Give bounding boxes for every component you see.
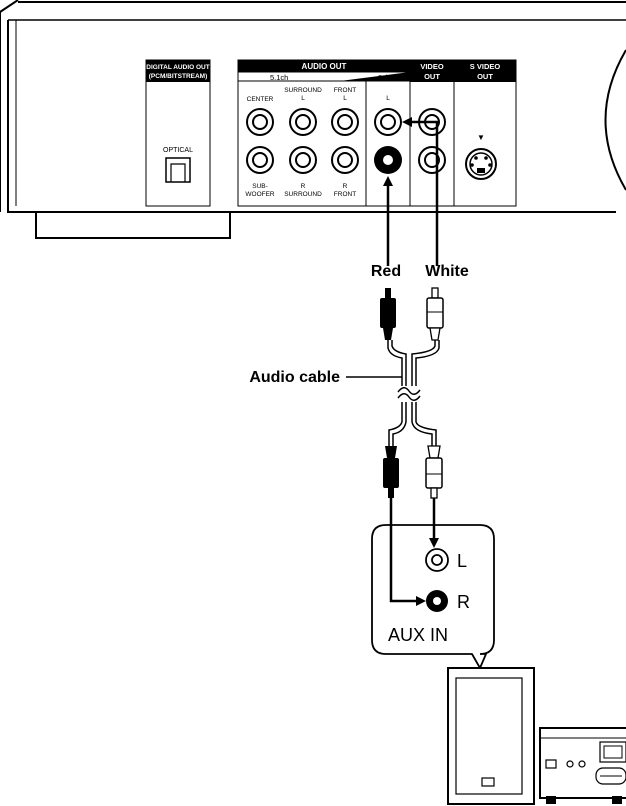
speaker-icon <box>447 667 535 805</box>
digital-audio-out-section: DIGITAL AUDIO OUT (PCM/BITSTREAM) OPTICA… <box>145 59 211 207</box>
audio-cable-label: Audio cable <box>249 369 340 386</box>
front-l-jack-icon <box>331 108 359 136</box>
audio-out-title: AUDIO OUT <box>302 62 347 71</box>
audio-cable <box>380 287 444 499</box>
subwoofer-jack-icon <box>246 146 274 174</box>
top-white-plug-icon <box>426 287 444 341</box>
surround-l-label-2: L <box>301 95 305 102</box>
video-out-label-1: VIDEO <box>420 62 444 71</box>
white-wire-to-aux <box>429 498 439 548</box>
surround-r-label-1: R <box>301 183 306 190</box>
ch2-label: 2ch <box>378 73 390 82</box>
red-wire-to-player <box>383 176 393 266</box>
front-l-label-2: L <box>343 95 347 102</box>
svideo-marker: ▼ <box>477 133 485 142</box>
player-back-panel <box>0 0 626 239</box>
video-out-label-2: OUT <box>424 72 440 81</box>
receiver-icon <box>539 727 626 804</box>
subwoofer-label-2: WOOFER <box>245 191 275 198</box>
video-jack-2-icon <box>418 146 446 174</box>
digital-out-subtitle: (PCM/BITSTREAM) <box>149 73 208 80</box>
audio-r-red-jack-icon <box>374 146 402 174</box>
surround-r-label-2: SURROUND <box>284 191 322 198</box>
front-r-label-2: FRONT <box>334 191 356 198</box>
svideo-out-label-2: OUT <box>477 72 493 81</box>
svideo-out-label-1: S VIDEO <box>470 62 501 71</box>
front-l-label-1: FRONT <box>334 87 356 94</box>
ch51-label: 5.1ch <box>270 73 288 82</box>
red-wire-to-aux <box>389 498 426 606</box>
bottom-red-plug-icon <box>383 446 399 498</box>
audio-l-white-jack-icon <box>374 108 402 136</box>
surround-r-jack-icon <box>289 146 317 174</box>
red-label: Red <box>371 263 401 280</box>
front-r-label-1: R <box>343 183 348 190</box>
optical-label: OPTICAL <box>163 147 193 154</box>
white-label: White <box>425 263 469 280</box>
svideo-out-section: S VIDEO OUT ▼ <box>453 59 517 207</box>
svideo-jack-icon <box>465 148 497 180</box>
digital-out-title: DIGITAL AUDIO OUT <box>146 64 209 71</box>
aux-l-label: L <box>457 551 467 571</box>
center-jack-icon <box>246 108 274 136</box>
white-wire-to-player <box>402 117 439 266</box>
optical-port-icon <box>165 157 191 183</box>
bottom-white-plug-icon <box>425 445 443 499</box>
aux-l-jack-icon <box>425 548 449 572</box>
front-r-jack-icon <box>331 146 359 174</box>
surround-l-label-1: SURROUND <box>284 87 322 94</box>
audio-out-section: AUDIO OUT 5.1ch 2ch CENTER SURROUND L FR… <box>237 59 411 207</box>
center-label: CENTER <box>247 96 274 103</box>
aux-r-label: R <box>457 592 470 612</box>
surround-l-jack-icon <box>289 108 317 136</box>
video-out-section: VIDEO OUT <box>409 59 455 207</box>
subwoofer-label-1: SUB- <box>252 183 268 190</box>
top-red-plug-icon <box>380 288 396 340</box>
aux-r-jack-icon <box>426 590 448 612</box>
l-label: L <box>386 95 390 102</box>
aux-in-label: AUX IN <box>388 625 448 645</box>
